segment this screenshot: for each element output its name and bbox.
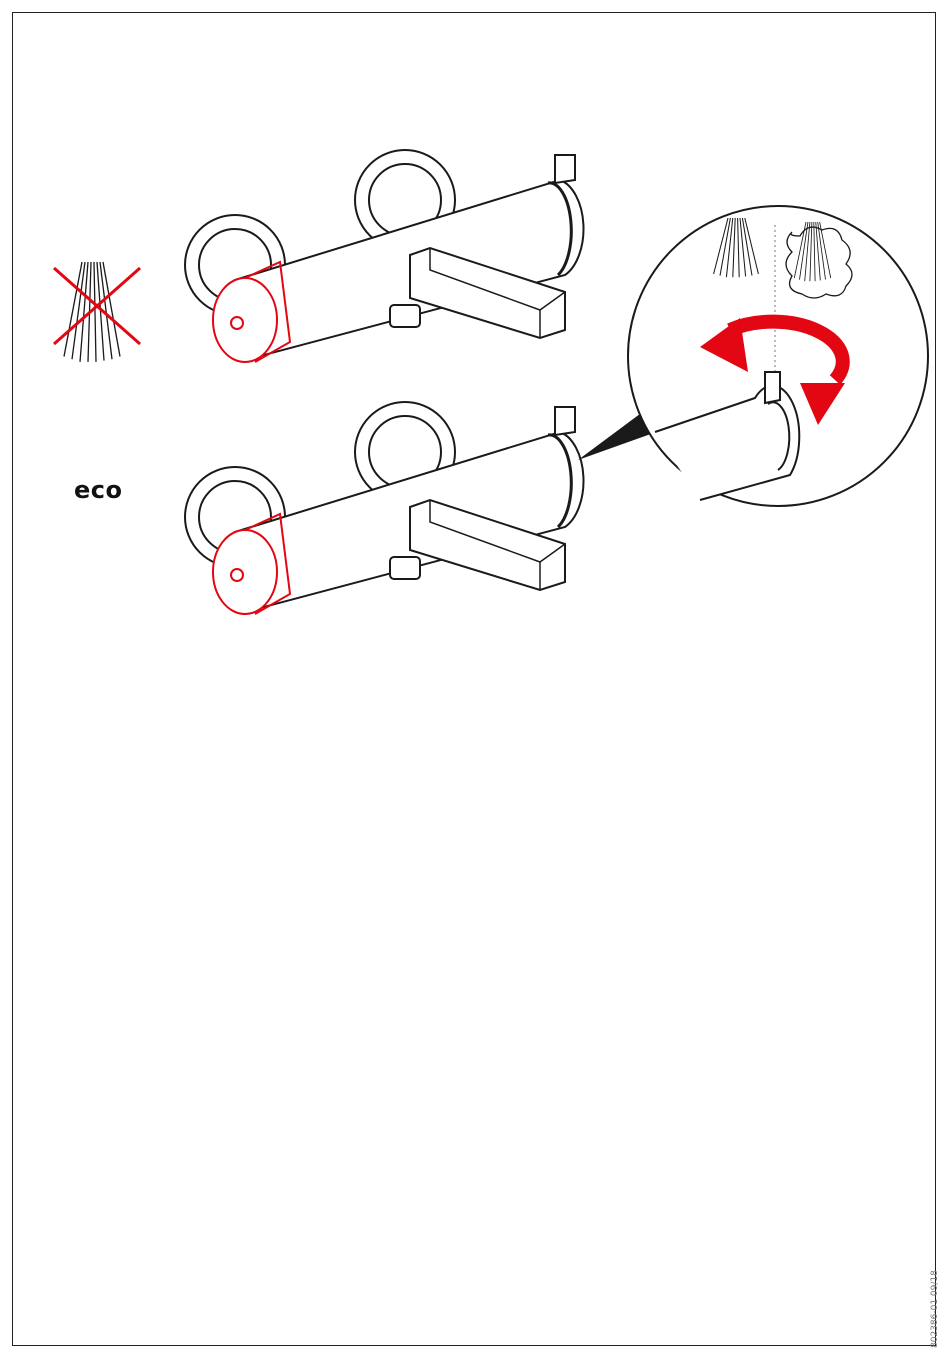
- eco-zoom-detail: [628, 206, 928, 506]
- document-code: 802386-01 09/18: [930, 1270, 940, 1348]
- no-spray-icon: [54, 262, 140, 362]
- eco-label: eco: [74, 476, 123, 504]
- step-2-faucet: [185, 402, 584, 614]
- step-1-faucet: [185, 150, 584, 362]
